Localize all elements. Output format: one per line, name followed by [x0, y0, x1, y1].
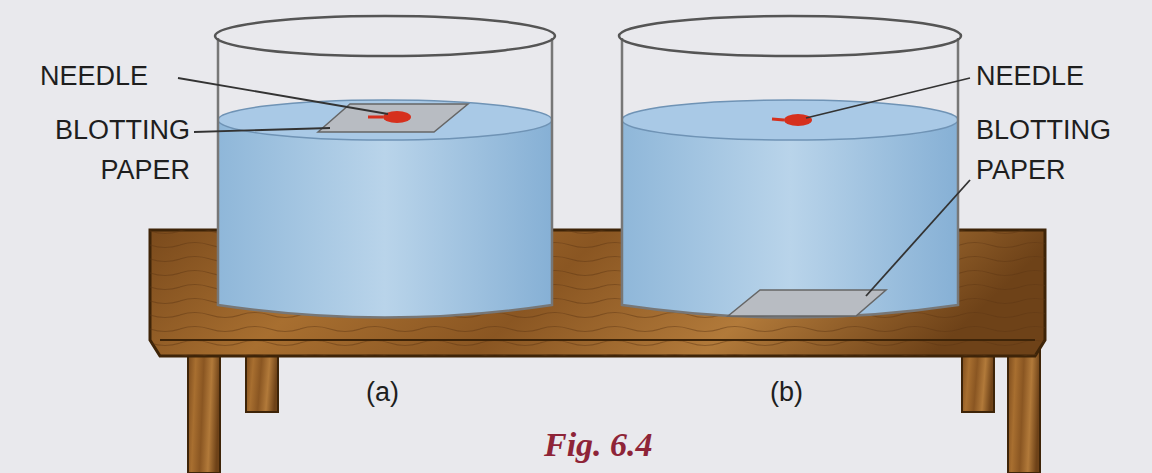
paper-label: BLOTTING PAPER — [12, 110, 190, 190]
figure-caption: Fig. 6.4 — [544, 426, 653, 464]
table-edge — [160, 339, 1035, 341]
table-leg — [962, 350, 994, 412]
figure-part-label: (b) — [770, 372, 830, 412]
leader-lines — [178, 78, 970, 296]
table-leg — [188, 350, 220, 473]
needle-label: NEEDLE — [976, 56, 1146, 96]
table-leg — [246, 350, 278, 412]
needle-label: NEEDLE — [40, 56, 240, 96]
paper-label: BLOTTING PAPER — [976, 110, 1146, 190]
beaker-a — [215, 16, 555, 318]
table-leg — [1008, 350, 1040, 473]
figure-part-label: (a) — [366, 372, 426, 412]
beaker-b — [619, 16, 961, 318]
